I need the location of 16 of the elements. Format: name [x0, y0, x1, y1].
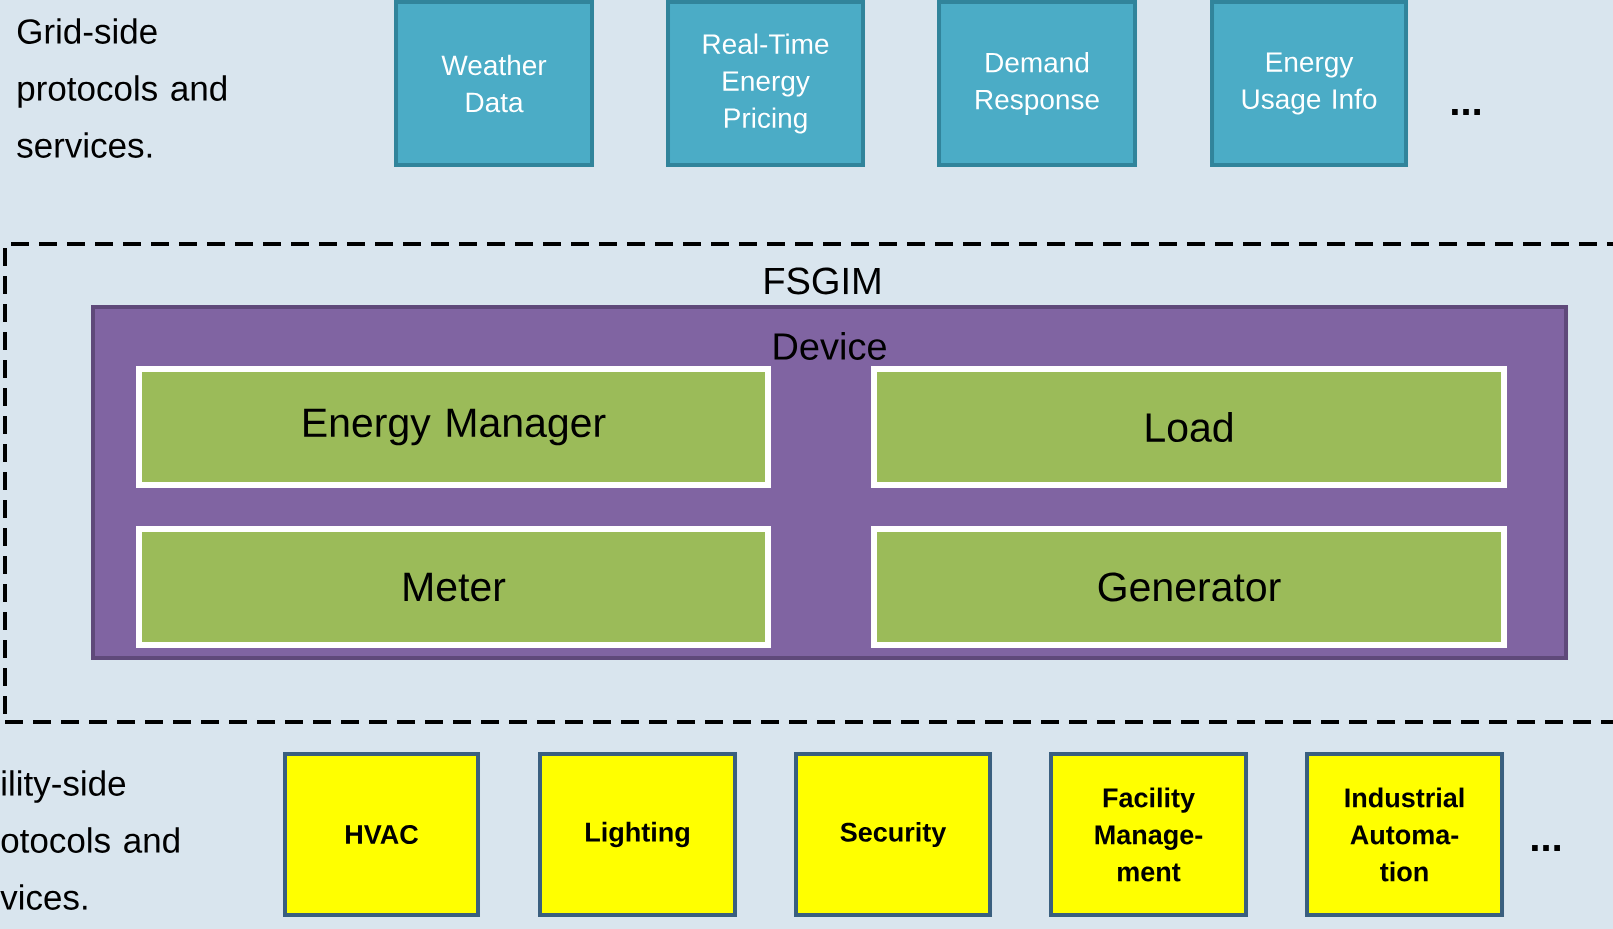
system-box: Lighting: [538, 752, 737, 917]
system-box: Facility Manage- ment: [1049, 752, 1248, 917]
side-note: ility-side otocols and vices.: [0, 770, 179, 910]
component-box: Meter: [136, 526, 771, 648]
service-box: Demand Response: [937, 0, 1137, 167]
system-box: Security: [794, 752, 992, 917]
component-box: Generator: [871, 526, 1507, 648]
component-box: Load: [871, 366, 1507, 488]
ellipsis: ...: [1452, 109, 1480, 115]
service-box: Real-Time Energy Pricing: [666, 0, 865, 167]
service-box: Weather Data: [394, 0, 594, 167]
service-box: Energy Usage Info: [1210, 0, 1408, 167]
side-note: Grid-side protocols and services.: [17, 18, 226, 158]
system-box: HVAC: [283, 752, 480, 917]
system-box: Industrial Automa- tion: [1305, 752, 1504, 917]
component-box: Energy Manager: [136, 366, 771, 488]
